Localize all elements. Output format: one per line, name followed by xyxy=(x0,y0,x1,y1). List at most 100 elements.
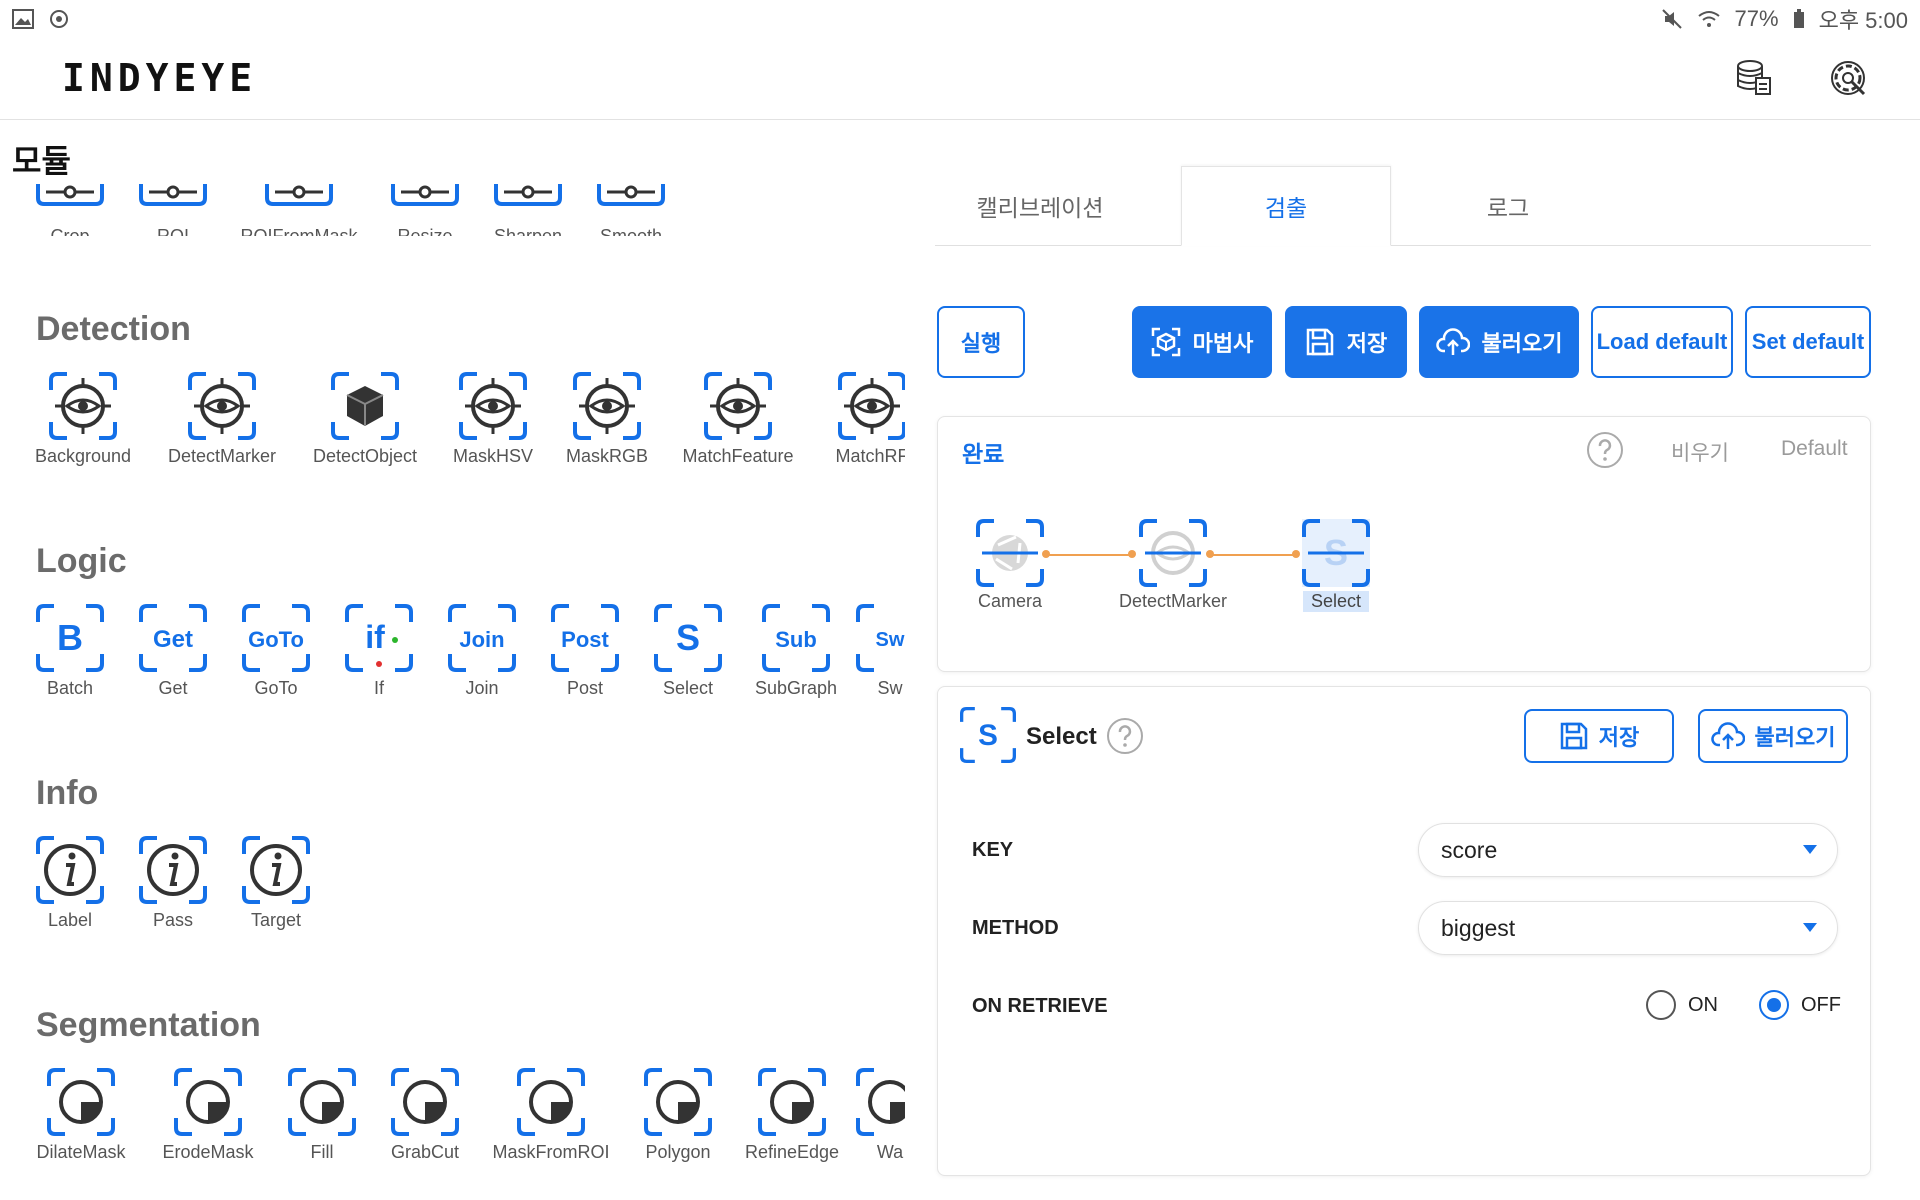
database-button[interactable] xyxy=(1732,56,1776,100)
frame-icon: Post xyxy=(551,604,619,672)
method-label: METHOD xyxy=(972,917,1059,939)
module-goto[interactable]: GoTo GoTo xyxy=(206,604,346,699)
module-grabcut[interactable]: GrabCut xyxy=(355,1068,495,1163)
module-join[interactable]: Join Join xyxy=(412,604,552,699)
frame-icon: S xyxy=(654,604,722,672)
tab-detection[interactable]: 검출 xyxy=(1181,166,1391,246)
flow-node-detectmarker[interactable]: DetectMarker xyxy=(1103,519,1243,612)
flow-connector xyxy=(1210,554,1297,556)
eye-target-icon xyxy=(49,372,117,440)
module-maskhsv[interactable]: MaskHSV xyxy=(423,372,563,467)
module-if[interactable]: if If xyxy=(309,604,449,699)
chevron-down-icon xyxy=(1803,923,1817,932)
module-erodemask[interactable]: ErodeMask xyxy=(138,1068,278,1163)
module-polygon[interactable]: Polygon xyxy=(608,1068,748,1163)
camera-shutter-icon xyxy=(976,519,1044,587)
module-fill[interactable]: Fill xyxy=(252,1068,392,1163)
key-select[interactable]: score xyxy=(1418,823,1838,877)
svg-text:Get: Get xyxy=(153,626,193,653)
method-select[interactable]: biggest xyxy=(1418,901,1838,955)
section-segmentation: Segmentation xyxy=(36,1006,261,1044)
clear-button[interactable]: 비우기 xyxy=(1671,442,1729,465)
pipeline-status: 완료 xyxy=(962,441,1005,467)
flow-node-camera[interactable]: Camera xyxy=(940,519,1080,612)
module-roifrommask[interactable]: ROIFromMask xyxy=(229,184,369,236)
section-detection: Detection xyxy=(36,310,191,348)
battery-percent: 77% xyxy=(1734,6,1779,31)
cloud-upload-icon xyxy=(1435,328,1470,355)
module-matchrf[interactable]: MatchRF xyxy=(802,372,905,467)
module-sharpen[interactable]: Sharpen xyxy=(458,184,598,236)
section-info: Info xyxy=(36,774,99,812)
mask-circle-icon xyxy=(174,1068,242,1136)
detail-load-button[interactable]: 불러오기 xyxy=(1698,709,1848,763)
module-target[interactable]: Target xyxy=(206,836,346,931)
module-post[interactable]: Post Post xyxy=(515,604,655,699)
module-maskrgb[interactable]: MaskRGB xyxy=(537,372,677,467)
radio-circle xyxy=(1759,990,1789,1020)
module-get[interactable]: Get Get xyxy=(103,604,243,699)
module-matchfeature[interactable]: MatchFeature xyxy=(668,372,808,467)
main-tabs: 캘리브레이션 검출 로그 xyxy=(935,166,1871,246)
module-dilatemask[interactable]: DilateMask xyxy=(11,1068,151,1163)
flow-node-select[interactable]: S Select xyxy=(1266,519,1406,612)
radio-circle xyxy=(1646,990,1676,1020)
help-icon[interactable] xyxy=(1586,431,1624,469)
module-resize[interactable]: Resize xyxy=(355,184,495,236)
module-maskfromroi[interactable]: MaskFromROI xyxy=(481,1068,621,1163)
module-batch[interactable]: B Batch xyxy=(0,604,140,699)
floppy-icon xyxy=(1306,328,1333,356)
svg-text:S: S xyxy=(676,617,700,658)
detail-save-button[interactable]: 저장 xyxy=(1524,709,1674,763)
mask-circle-icon xyxy=(391,1068,459,1136)
module-crop[interactable]: Crop xyxy=(0,184,140,236)
help-icon[interactable] xyxy=(1106,717,1144,755)
module-smooth[interactable]: Smooth xyxy=(561,184,701,236)
flow-port xyxy=(1206,550,1214,558)
slider-icon xyxy=(139,184,207,206)
module-label[interactable]: Label xyxy=(0,836,140,931)
segmentation-row: DilateMask ErodeMask Fill GrabCut MaskFr… xyxy=(0,1068,905,1178)
on-retrieve-off-radio[interactable]: OFF xyxy=(1759,990,1841,1020)
module-panel[interactable]: Crop ROI ROIFromMask Resize Sharpen Smoo… xyxy=(0,184,905,1200)
tab-calibration[interactable]: 캘리브레이션 xyxy=(976,195,1104,221)
frame-icon: Get xyxy=(139,604,207,672)
svg-text:Post: Post xyxy=(561,627,609,652)
module-roi[interactable]: ROI xyxy=(103,184,243,236)
module-background[interactable]: Background xyxy=(13,372,153,467)
settings-button[interactable] xyxy=(1826,56,1870,100)
key-label: KEY xyxy=(972,839,1014,861)
module-subgraph[interactable]: Sub SubGraph xyxy=(726,604,866,699)
battery-icon xyxy=(1793,9,1804,28)
tab-log[interactable]: 로그 xyxy=(1486,195,1530,221)
database-icon xyxy=(1737,60,1771,95)
module-refineedge[interactable]: RefineEdge xyxy=(722,1068,862,1163)
logic-row: B Batch Get Get GoTo GoTo if If Join Joi… xyxy=(0,604,905,714)
load-default-button[interactable]: Load default xyxy=(1591,306,1733,378)
module-switch[interactable]: Sw Sw xyxy=(820,604,905,699)
frame-icon: Sub xyxy=(762,604,830,672)
load-button[interactable]: 불러오기 xyxy=(1419,306,1579,378)
module-detectmarker[interactable]: DetectMarker xyxy=(152,372,292,467)
yes-dot xyxy=(392,637,398,643)
wizard-button[interactable]: 마법사 xyxy=(1132,306,1272,378)
on-retrieve-on-radio[interactable]: ON xyxy=(1646,990,1718,1020)
default-button[interactable]: Default xyxy=(1781,437,1848,460)
info-icon xyxy=(242,836,310,904)
module-detectobject[interactable]: DetectObject xyxy=(295,372,435,467)
module-pass[interactable]: Pass xyxy=(103,836,243,931)
set-default-button[interactable]: Set default xyxy=(1745,306,1871,378)
status-bar: 77% 오후 5:00 xyxy=(0,0,1920,38)
svg-text:S: S xyxy=(978,719,998,752)
run-button[interactable]: 실행 xyxy=(937,306,1025,378)
app-logo: INDYEYE xyxy=(62,56,258,100)
module-select[interactable]: S Select xyxy=(618,604,758,699)
pipeline-card: 완료 비우기 Default Camera DetectMarker S Sel… xyxy=(937,416,1871,672)
mask-circle-icon xyxy=(47,1068,115,1136)
frame-icon: if xyxy=(345,604,413,672)
svg-text:GoTo: GoTo xyxy=(248,627,304,652)
chevron-down-icon xyxy=(1803,845,1817,854)
module-watershed[interactable]: Wa xyxy=(820,1068,905,1163)
save-button[interactable]: 저장 xyxy=(1285,306,1407,378)
svg-text:Sw: Sw xyxy=(876,629,905,651)
